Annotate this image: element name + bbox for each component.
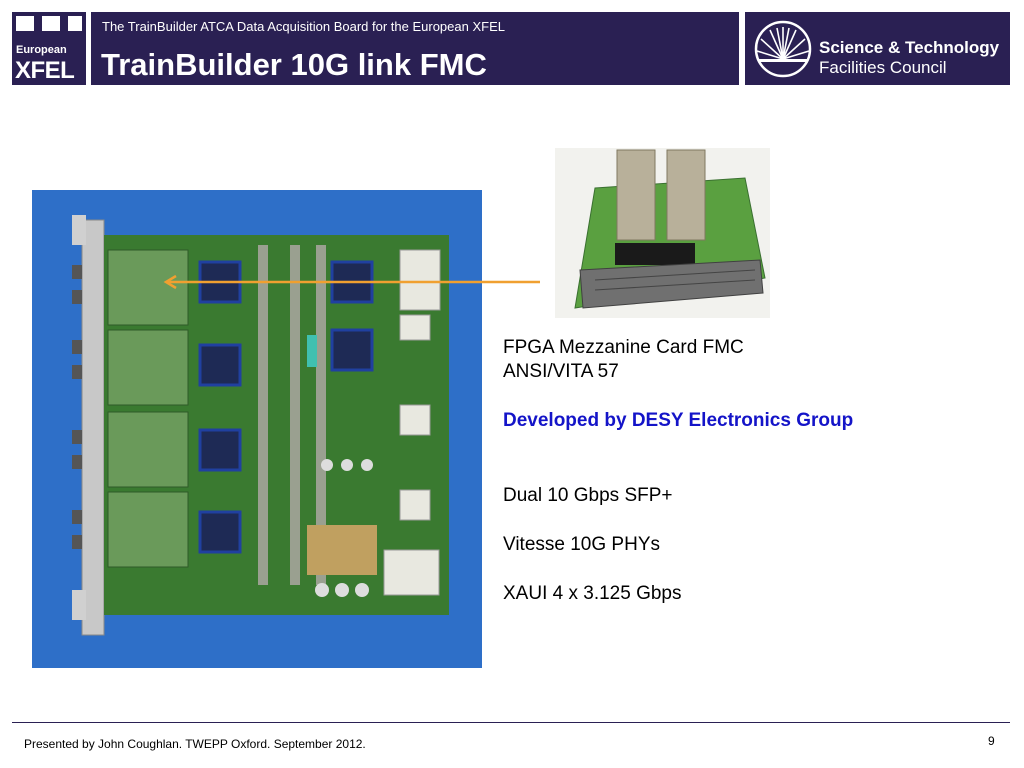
logo-text-european: European — [16, 44, 67, 56]
trainbuilder-board-photo — [32, 190, 482, 668]
xfel-logo: European XFEL — [12, 12, 86, 85]
stfc-logo: Science & Technology Facilities Council — [745, 12, 1010, 85]
stfc-name-line1: Science & Technology — [819, 38, 1000, 57]
text-dual-sfp: Dual 10 Gbps SFP+ — [503, 485, 673, 506]
text-developed-by: Developed by DESY Electronics Group — [503, 410, 854, 431]
slide-title: TrainBuilder 10G link FMC — [101, 47, 487, 82]
stfc-sunburst-icon — [754, 20, 812, 78]
title-bar: The TrainBuilder ATCA Data Acquisition B… — [91, 12, 739, 85]
logo-square — [16, 16, 34, 31]
logo-text-xfel: XFEL — [15, 57, 75, 84]
fmc-card-photo — [555, 148, 770, 318]
text-ansi-vita: ANSI/VITA 57 — [503, 361, 619, 382]
arrow-left-icon — [163, 274, 540, 290]
stfc-name-line2: Facilities Council — [819, 58, 947, 77]
text-fpga-mezzanine: FPGA Mezzanine Card FMC — [503, 337, 744, 358]
footer-presenter: Presented by John Coughlan. TWEPP Oxford… — [24, 737, 366, 751]
slide-subtitle: The TrainBuilder ATCA Data Acquisition B… — [102, 19, 505, 34]
text-vitesse-phys: Vitesse 10G PHYs — [503, 534, 661, 555]
page-number: 9 — [988, 734, 995, 748]
logo-square — [42, 16, 60, 31]
footer-divider — [12, 722, 1010, 723]
text-xaui: XAUI 4 x 3.125 Gbps — [503, 583, 682, 604]
logo-square — [68, 16, 82, 31]
